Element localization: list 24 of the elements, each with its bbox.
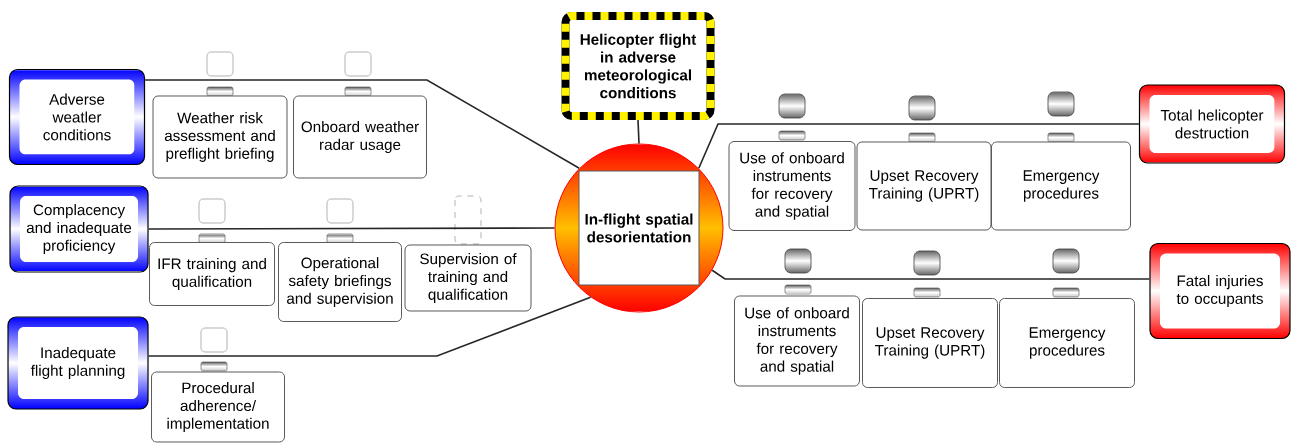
connector-line bbox=[147, 296, 592, 357]
barrier-box: Use of onboard instruments for recovery and spatial bbox=[728, 141, 856, 231]
consequence-box: Fatal injuries to occupants bbox=[1149, 242, 1291, 340]
barrier-box: Supervision of training and qualification bbox=[404, 244, 532, 312]
consequence-box: Total helicopter destruction bbox=[1138, 84, 1286, 164]
barrier-box: Operational safety briefings and supervision bbox=[278, 242, 402, 322]
hazard-box: Helicopter flight in adverse meteorological conditions bbox=[561, 12, 715, 120]
barrier-box: Emergency procedures bbox=[991, 141, 1131, 231]
barrier-box: Use of onboard instruments for recovery and spatial bbox=[734, 295, 860, 387]
connector-line bbox=[697, 123, 1140, 170]
connector-line bbox=[711, 269, 1151, 280]
connector-line bbox=[637, 119, 640, 145]
connector-line bbox=[144, 79, 581, 170]
barrier-box: Emergency procedures bbox=[999, 298, 1135, 388]
threat-box: Adverse weatler conditions bbox=[8, 68, 146, 166]
barrier-box: Upset Recovery Training (UPRT) bbox=[862, 298, 998, 388]
barrier-box: IFR training and qualification bbox=[149, 242, 275, 306]
barrier-box: Onboard weather radar usage bbox=[293, 95, 427, 179]
threat-box: Complacency and inadequate proficiency bbox=[9, 185, 149, 273]
barrier-box: Upset Recovery Training (UPRT) bbox=[856, 141, 992, 231]
connector-line bbox=[147, 227, 556, 230]
barrier-box: Procedural adherence/ implementation bbox=[151, 371, 285, 443]
barrier-box: Weather risk assessment and preflight briefing bbox=[152, 95, 288, 179]
threat-box: Inadequate flight planning bbox=[7, 316, 149, 410]
